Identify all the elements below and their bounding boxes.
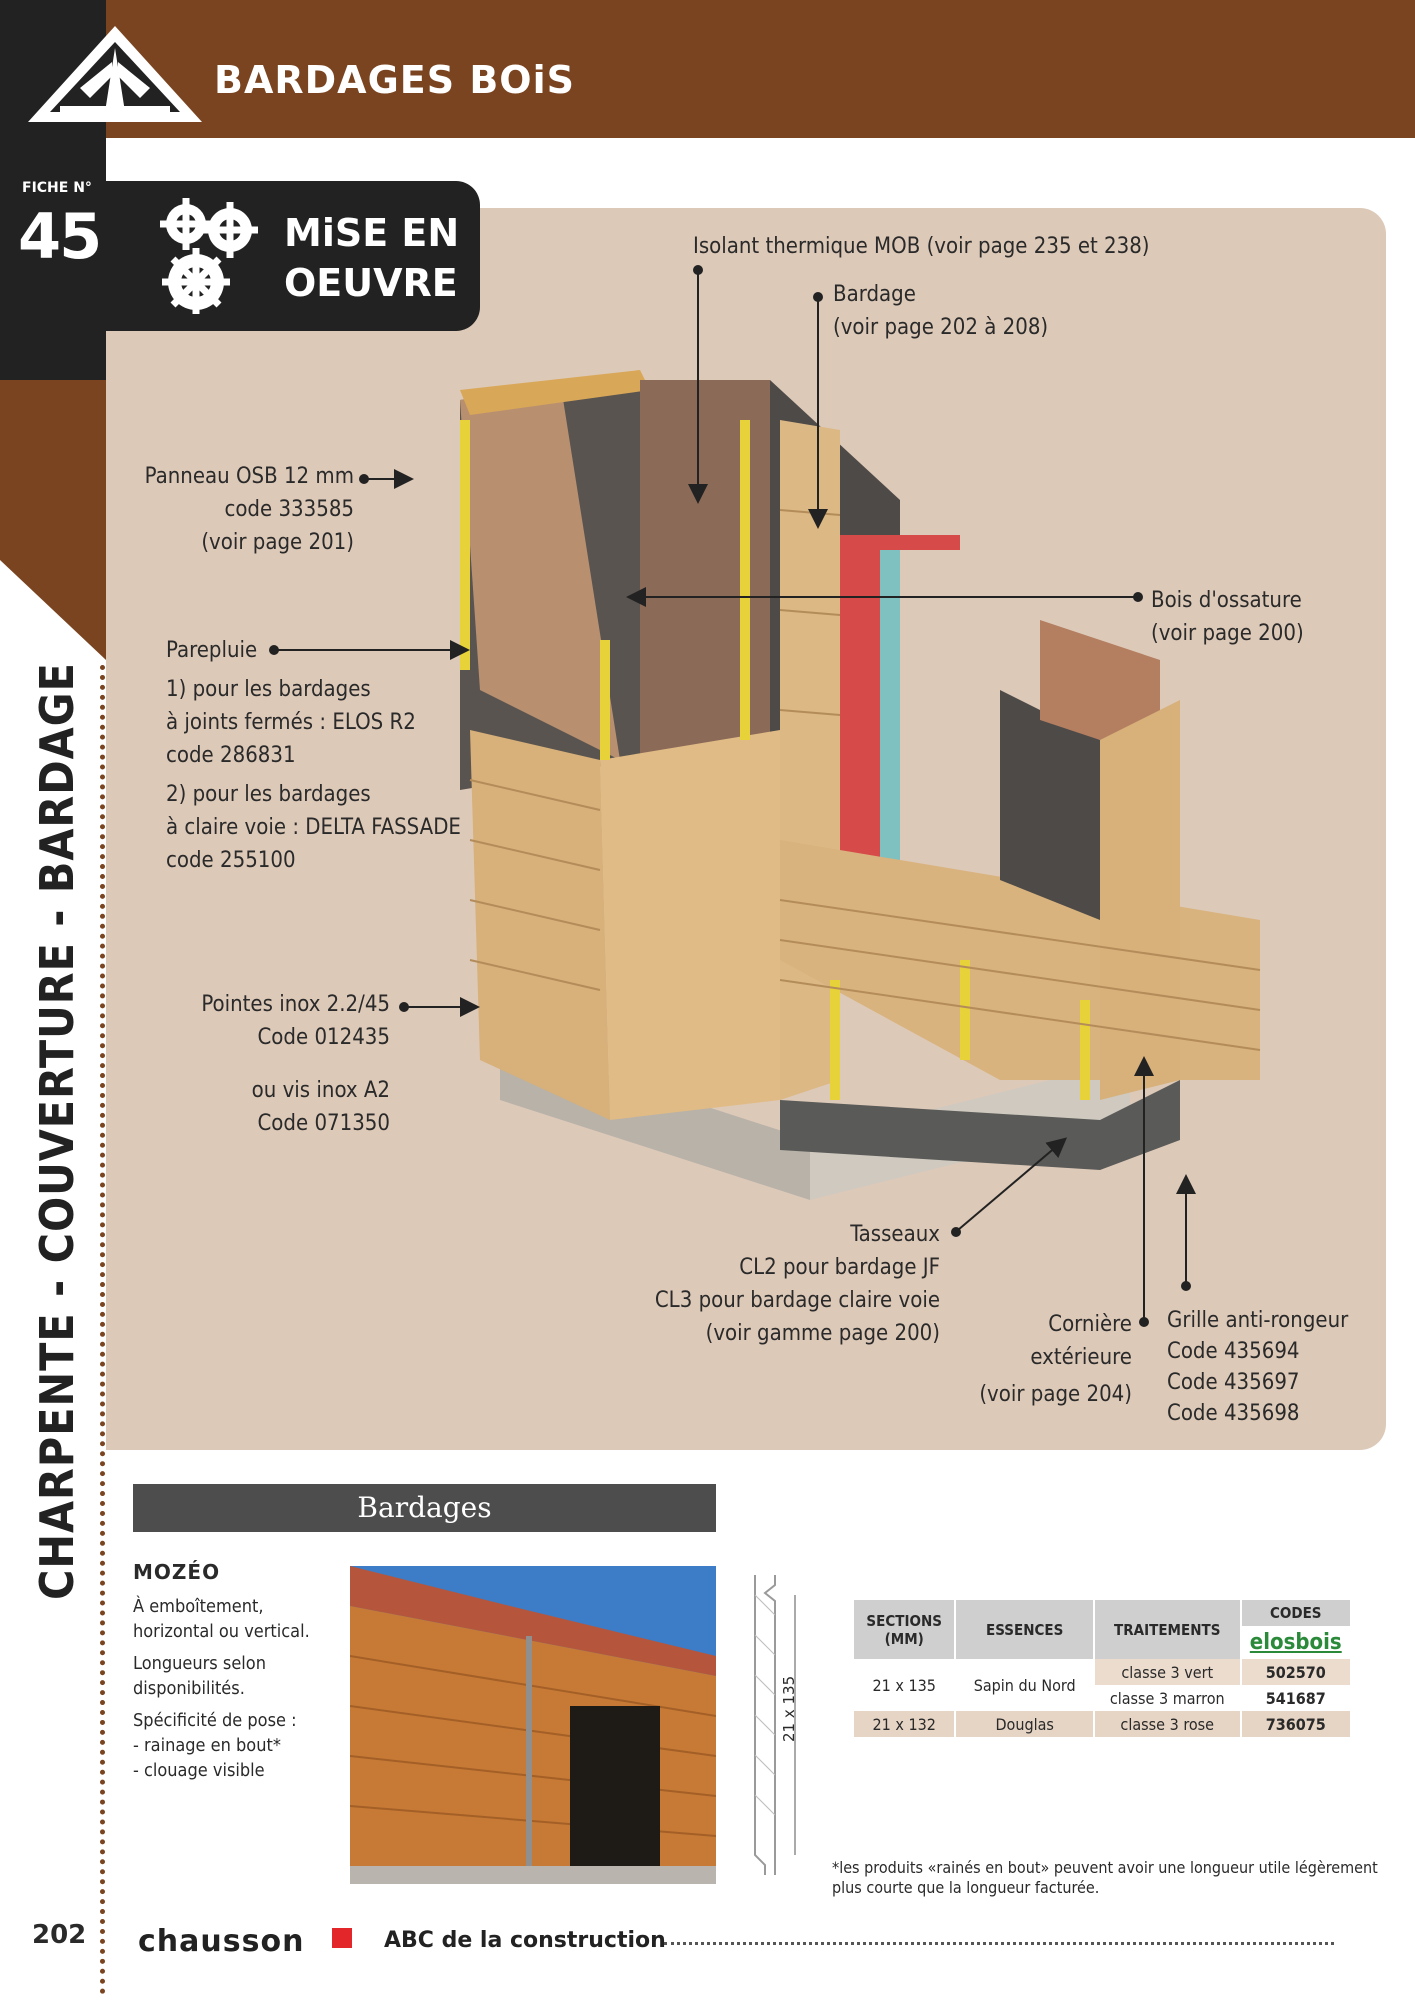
label-parepluie-title: Parepluie (166, 638, 258, 663)
footnote-line2: plus courte que la longueur facturée. (832, 1878, 1100, 1897)
label-bois-ossature: Bois d'ossature (voir page 200) (1151, 584, 1304, 650)
header-title: BARDAGES BOiS (214, 58, 575, 102)
label-osb-line2: code 333585 (224, 497, 354, 522)
label-tasseaux: Tasseaux CL2 pour bardage JF CL3 pour ba… (600, 1218, 940, 1350)
label-tasseaux-line4: (voir gamme page 200) (705, 1321, 940, 1346)
section-title: MiSE EN OEUVRE (284, 208, 459, 308)
truss-logo-icon (28, 26, 202, 122)
label-grille-line3: Code 435697 (1167, 1370, 1300, 1395)
cell-essence-3: Douglas (954, 1711, 1094, 1737)
board-profile-drawing (754, 1575, 796, 1875)
label-parepluie-2c: code 255100 (166, 848, 296, 873)
label-grille-line4: Code 435698 (1167, 1401, 1300, 1426)
cell-traitement-1: classe 3 vert (1092, 1659, 1241, 1685)
product-desc-3: Longueurs selon (133, 1653, 266, 1674)
header-bar (0, 0, 1415, 138)
cell-traitement-3: classe 3 rose (1092, 1711, 1241, 1737)
footnote: *les produits «rainés en bout» peuvent a… (832, 1858, 1378, 1898)
brand-mark-icon (332, 1928, 352, 1948)
left-band-shape (0, 138, 106, 770)
gears-icon (160, 198, 258, 314)
label-tasseaux-line1: Tasseaux (850, 1222, 940, 1247)
label-parepluie: Parepluie 1) pour les bardages à joints … (166, 634, 461, 877)
bardages-heading: Bardages (133, 1484, 716, 1532)
label-bardage: Bardage (voir page 202 à 208) (833, 278, 1048, 344)
header-codes-brand: elosbois (1239, 1626, 1350, 1659)
cell-code-3: 736075 (1239, 1711, 1350, 1737)
leader-lines (269, 265, 1196, 1327)
label-osb: Panneau OSB 12 mm code 333585 (voir page… (140, 460, 354, 559)
product-desc-1: À emboîtement, (133, 1596, 264, 1617)
label-vis-line2: Code 071350 (257, 1111, 390, 1136)
label-corniere-line1: Cornière (1048, 1312, 1132, 1337)
product-desc-2: horizontal ou vertical. (133, 1621, 310, 1642)
cell-section-1: 21 x 135 (851, 1659, 956, 1711)
label-parepluie-2b: à claire voie : DELTA FASSADE (166, 815, 461, 840)
label-grille-line1: Grille anti-rongeur (1167, 1308, 1349, 1333)
header-essences: ESSENCES (954, 1600, 1094, 1659)
label-pointes: Pointes inox 2.2/45 Code 012435 ou vis i… (160, 988, 390, 1140)
cell-traitement-2: classe 3 marron (1092, 1685, 1241, 1711)
product-photo (350, 1566, 716, 1884)
product-name: MOZÉO (133, 1560, 221, 1584)
label-corniere-line3: (voir page 204) (979, 1382, 1132, 1407)
product-desc-7: - clouage visible (133, 1760, 265, 1781)
label-tasseaux-line2: CL2 pour bardage JF (739, 1255, 940, 1280)
product-desc-4: disponibilités. (133, 1678, 245, 1699)
label-bardage-line1: Bardage (833, 282, 916, 307)
label-parepluie-1b: à joints fermés : ELOS R2 (166, 710, 416, 735)
header-sections: SECTIONS (MM) (851, 1600, 956, 1659)
label-pointes-line2: Code 012435 (257, 1025, 390, 1050)
label-grille-line2: Code 435694 (1167, 1339, 1300, 1364)
footer-tagline: ABC de la construction (384, 1928, 666, 1953)
label-osb-line3: (voir page 201) (201, 530, 354, 555)
label-parepluie-1a: 1) pour les bardages (166, 677, 371, 702)
label-grille: Grille anti-rongeur Code 435694 Code 435… (1167, 1305, 1348, 1429)
section-badge (106, 181, 480, 331)
section-title-line2: OEUVRE (284, 261, 458, 305)
footnote-line1: *les produits «rainés en bout» peuvent a… (832, 1858, 1378, 1877)
fiche-label: FICHE N° (22, 180, 92, 196)
cell-essence-1: Sapin du Nord (954, 1659, 1094, 1711)
header-codes: CODES (1239, 1600, 1350, 1626)
cell-section-3: 21 x 132 (851, 1711, 956, 1737)
label-corniere: Cornière extérieure (voir page 204) (960, 1308, 1132, 1411)
header-traitements: TRAITEMENTS (1092, 1600, 1241, 1659)
label-vis-line1: ou vis inox A2 (251, 1078, 390, 1103)
label-isolant: Isolant thermique MOB (voir page 235 et … (693, 234, 1150, 259)
cell-code-1: 502570 (1239, 1659, 1350, 1685)
product-desc-5: Spécificité de pose : (133, 1710, 297, 1731)
product-table: SECTIONS (MM) ESSENCES TRAITEMENTS CODES… (851, 1600, 1350, 1737)
label-bardage-line2: (voir page 202 à 208) (833, 315, 1049, 340)
label-corniere-line2: extérieure (1030, 1345, 1132, 1370)
label-bois-line1: Bois d'ossature (1151, 588, 1302, 613)
profile-dimension: 21 x 135 (780, 1675, 798, 1742)
label-pointes-line1: Pointes inox 2.2/45 (201, 992, 390, 1017)
label-bois-line2: (voir page 200) (1151, 621, 1304, 646)
page-number: 202 (32, 1920, 87, 1950)
label-osb-line1: Panneau OSB 12 mm (144, 464, 354, 489)
label-parepluie-1c: code 286831 (166, 743, 296, 768)
dotted-divider (100, 665, 105, 1995)
label-tasseaux-line3: CL3 pour bardage claire voie (654, 1288, 940, 1313)
wall-illustration (460, 370, 1261, 1200)
product-desc-6: - rainage en bout* (133, 1735, 281, 1756)
fiche-number: 45 (18, 200, 102, 273)
section-title-line1: MiSE EN (284, 211, 460, 255)
footer-dotted-line (664, 1942, 1334, 1945)
label-parepluie-2a: 2) pour les bardages (166, 782, 371, 807)
brand-logo: chausson (138, 1924, 305, 1959)
cell-code-2: 541687 (1239, 1685, 1350, 1711)
